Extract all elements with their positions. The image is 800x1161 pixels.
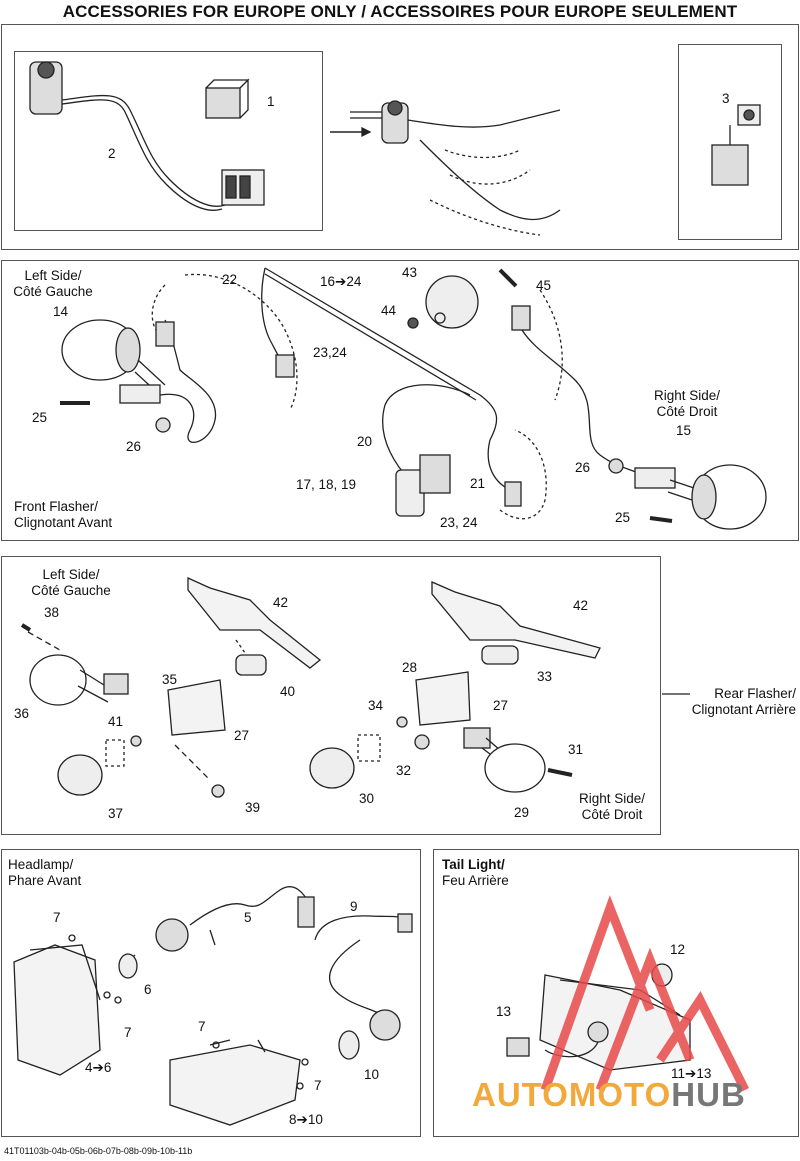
callout-31: 31: [568, 742, 584, 757]
front-flasher-harness-drawing: [184, 267, 547, 520]
callout-41: 41: [108, 714, 124, 729]
callout-12: 12: [670, 942, 686, 957]
watermark-text: AUTOMOTOHUB: [472, 1076, 746, 1113]
panel-switch-kit: [1, 24, 799, 250]
callout-7-b: 7: [124, 1025, 132, 1040]
callout-13: 13: [496, 1004, 512, 1019]
callout-25-b: 25: [615, 510, 631, 525]
callout-30: 30: [359, 791, 375, 806]
callout-23-24-b: 23, 24: [440, 515, 478, 530]
callout-9: 9: [350, 899, 358, 914]
callout-22: 22: [222, 272, 238, 287]
panel-switch-detail: [678, 44, 782, 240]
headlamp-drawing: [13, 886, 413, 1126]
headlamp-label: Headlamp/ Phare Avant: [8, 857, 82, 888]
callout-40: 40: [280, 684, 296, 699]
callout-36: 36: [14, 706, 30, 721]
callout-1: 1: [267, 94, 275, 109]
rear-right-side-label: Right Side/ Côté Droit: [578, 791, 646, 822]
callout-6: 6: [144, 982, 152, 997]
rear-flasher-label: Rear Flasher/ Clignotant Arrière: [691, 686, 796, 717]
page-title: ACCESSORIES FOR EUROPE ONLY / ACCESSOIRE…: [62, 2, 738, 21]
callout-7-d: 7: [314, 1078, 322, 1093]
callout-7-c: 7: [198, 1019, 206, 1034]
panel-front-flasher: [1, 260, 799, 541]
front-right-side-label: Right Side/ Côté Droit: [653, 388, 721, 419]
switch-detail-drawing: [711, 104, 761, 186]
panel-tail-light: [433, 849, 799, 1137]
callout-38: 38: [44, 605, 60, 620]
callout-15: 15: [676, 423, 692, 438]
tail-light-label: Tail Light/ Feu Arrière: [442, 857, 509, 888]
panel-switch-harness: [14, 51, 323, 231]
front-flasher-label: Front Flasher/ Clignotant Avant: [14, 499, 113, 530]
callout-8-10: 8➔10: [289, 1112, 323, 1127]
callout-14: 14: [53, 304, 69, 319]
callout-26-a: 26: [126, 439, 142, 454]
front-left-side-label: Left Side/ Côté Gauche: [13, 268, 93, 299]
callout-21: 21: [470, 476, 486, 491]
callout-23-24-a: 23,24: [313, 345, 347, 360]
callout-33: 33: [537, 669, 553, 684]
callout-27-b: 27: [493, 698, 509, 713]
handlebar-drawing: [350, 100, 561, 236]
callout-26-b: 26: [575, 460, 591, 475]
callout-27-a: 27: [234, 728, 250, 743]
panel-headlamp: [1, 849, 421, 1137]
rear-flasher-right-drawing: [309, 581, 690, 793]
callout-7-a: 7: [53, 910, 61, 925]
callout-16-24: 16➔24: [320, 274, 362, 289]
watermark-logo: [540, 895, 750, 1093]
rear-flasher-left-drawing: [20, 576, 322, 798]
callout-39: 39: [245, 800, 261, 815]
callout-42-a: 42: [273, 595, 289, 610]
callout-37: 37: [108, 806, 124, 821]
callout-25-a: 25: [32, 410, 48, 425]
callout-34: 34: [368, 698, 384, 713]
callout-32: 32: [396, 763, 412, 778]
callout-10: 10: [364, 1067, 380, 1082]
callout-4-6: 4➔6: [85, 1060, 112, 1075]
switch-harness-drawing: [29, 61, 372, 211]
callout-2: 2: [108, 146, 116, 161]
callout-20: 20: [357, 434, 373, 449]
callout-42-b: 42: [573, 598, 589, 613]
callout-11-13: 11➔13: [671, 1066, 712, 1081]
callout-28: 28: [402, 660, 418, 675]
callout-3: 3: [722, 91, 730, 106]
callout-17-18-19: 17, 18, 19: [296, 477, 357, 492]
drawing-reference: 41T01103b-04b-05b-06b-07b-08b-09b-10b-11…: [4, 1146, 193, 1156]
rear-left-side-label: Left Side/ Côté Gauche: [31, 567, 111, 598]
front-flasher-left-drawing: [60, 284, 217, 443]
callout-43: 43: [402, 265, 418, 280]
callout-45: 45: [536, 278, 552, 293]
callout-44: 44: [381, 303, 397, 318]
callout-35: 35: [162, 672, 178, 687]
callout-29: 29: [514, 805, 530, 820]
callout-5: 5: [244, 910, 252, 925]
front-flasher-right-drawing: [407, 268, 767, 530]
panel-rear-flasher: [1, 556, 661, 835]
